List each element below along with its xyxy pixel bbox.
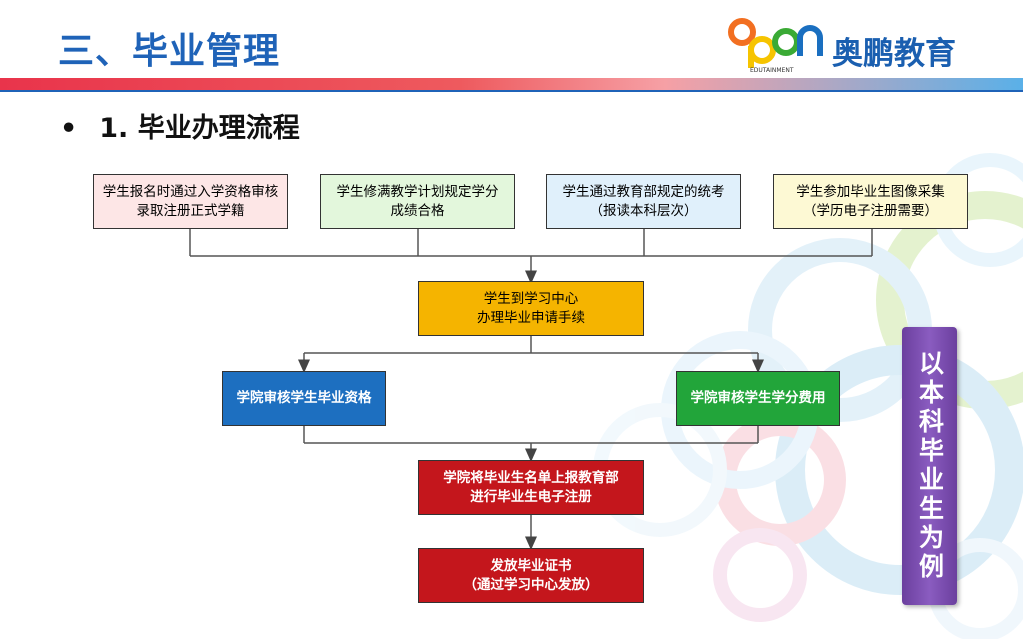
page-title: 三、毕业管理	[58, 31, 281, 72]
step-issue-certificate-box: 发放毕业证书 （通过学习中心发放）	[418, 548, 644, 603]
step-review-fees-box: 学院审核学生学分费用	[676, 371, 840, 426]
svg-text:EDUTAINMENT: EDUTAINMENT	[750, 67, 794, 74]
step-enrollment-box: 学生报名时通过入学资格审核 录取注册正式学籍	[93, 174, 288, 229]
step-report-box: 学院将毕业生名单上报教育部 进行毕业生电子注册	[418, 460, 644, 515]
step-photo-box: 学生参加毕业生图像采集 （学历电子注册需要）	[773, 174, 968, 229]
logo-name: 奥鹏教育	[832, 36, 956, 72]
step-review-graduation-box: 学院审核学生毕业资格	[222, 371, 386, 426]
step-exam-box: 学生通过教育部规定的统考 （报读本科层次）	[546, 174, 741, 229]
header-band	[0, 78, 1023, 90]
header-divider	[0, 90, 1023, 92]
section-title-text: 1. 毕业办理流程	[99, 113, 300, 144]
brand-logo: EDUTAINMENT 奥鹏教育	[728, 12, 988, 74]
bullet-icon: •	[60, 113, 78, 144]
section-title: • 1. 毕业办理流程	[60, 106, 300, 145]
side-note-label: 以本科毕业生为例	[902, 327, 957, 605]
open-logo-icon: EDUTAINMENT	[728, 18, 823, 74]
step-apply-box: 学生到学习中心 办理毕业申请手续	[418, 281, 644, 336]
step-credits-box: 学生修满教学计划规定学分 成绩合格	[320, 174, 515, 229]
